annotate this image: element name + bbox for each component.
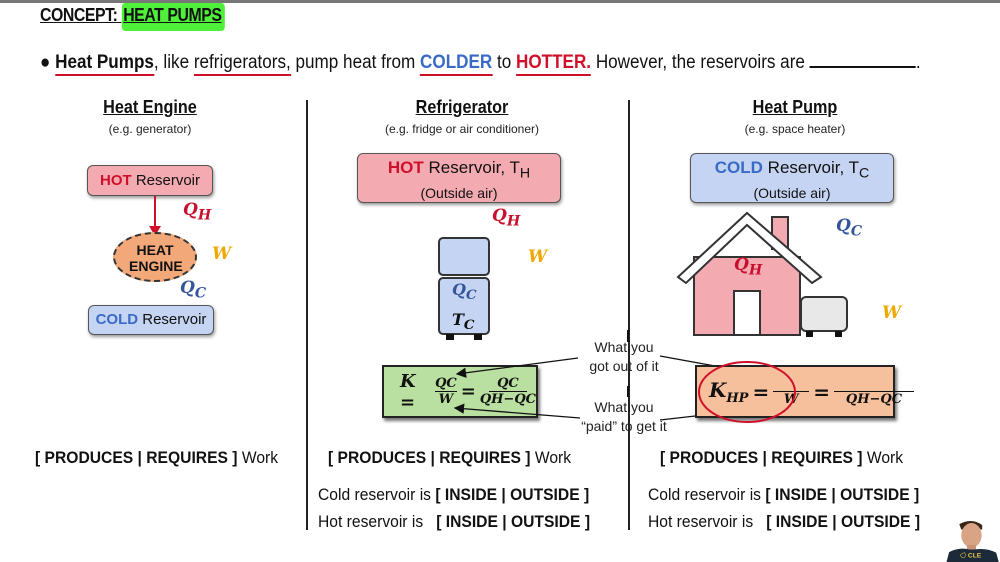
- arrow-icon: [149, 196, 161, 236]
- bullet-text: ● Heat Pumps, like refrigerators, pump h…: [40, 52, 921, 76]
- work-choice: [ PRODUCES | REQUIRES ] Work: [328, 448, 572, 467]
- heat-pump-heading: Heat Pump: [752, 97, 838, 117]
- hot-reservoir-choice: Hot reservoir is [ INSIDE | OUTSIDE ]: [318, 512, 591, 531]
- work-label: W: [528, 247, 548, 267]
- work-choice: [ PRODUCES | REQUIRES ] Work: [660, 448, 904, 467]
- cold-reservoir: COLD Reservoir: [88, 305, 214, 335]
- presenter-video: CLE: [946, 521, 999, 562]
- work-choice: [ PRODUCES | REQUIRES ] Work: [35, 448, 279, 467]
- cold-reservoir-choice: Cold reservoir is [ INSIDE | OUTSIDE ]: [648, 485, 920, 504]
- qh-label: QH: [492, 206, 521, 230]
- qh-label: QH: [734, 255, 763, 279]
- page-title: CONCEPT: HEAT PUMPS: [40, 3, 225, 31]
- fridge-icon: QC TC: [438, 237, 490, 340]
- heat-engine-ellipse: HEAT ENGINE: [113, 232, 197, 282]
- heat-pump-sub: (e.g. space heater): [744, 122, 846, 136]
- column-divider: [306, 100, 308, 530]
- qc-label: QC: [836, 216, 863, 240]
- qh-label: QH: [183, 200, 212, 224]
- hot-reservoir: HOT Reservoir: [87, 165, 213, 196]
- paid-annotation: What you“paid” to get it: [581, 399, 667, 434]
- column-divider: [628, 100, 630, 530]
- work-label: W: [212, 244, 232, 264]
- refrigerator-sub: (e.g. fridge or air conditioner): [384, 122, 540, 136]
- top-border: [0, 0, 1000, 3]
- heat-engine-sub: (e.g. generator): [108, 122, 192, 136]
- heat-pump-formula: KHP = W = QH−QC: [695, 365, 914, 418]
- work-label: W: [882, 303, 902, 323]
- hot-reservoir: HOT Reservoir, TH(Outside air): [357, 153, 561, 203]
- house-icon: [676, 211, 848, 337]
- svg-text:CLE: CLE: [968, 553, 982, 560]
- heat-engine-heading: Heat Engine: [103, 97, 197, 117]
- qc-label: QC: [180, 278, 207, 302]
- refrigerator-heading: Refrigerator: [415, 97, 509, 117]
- cold-reservoir-choice: Cold reservoir is [ INSIDE | OUTSIDE ]: [318, 485, 590, 504]
- cold-reservoir: COLD Reservoir, TC(Outside air): [690, 153, 894, 203]
- hot-reservoir-choice: Hot reservoir is [ INSIDE | OUTSIDE ]: [648, 512, 921, 531]
